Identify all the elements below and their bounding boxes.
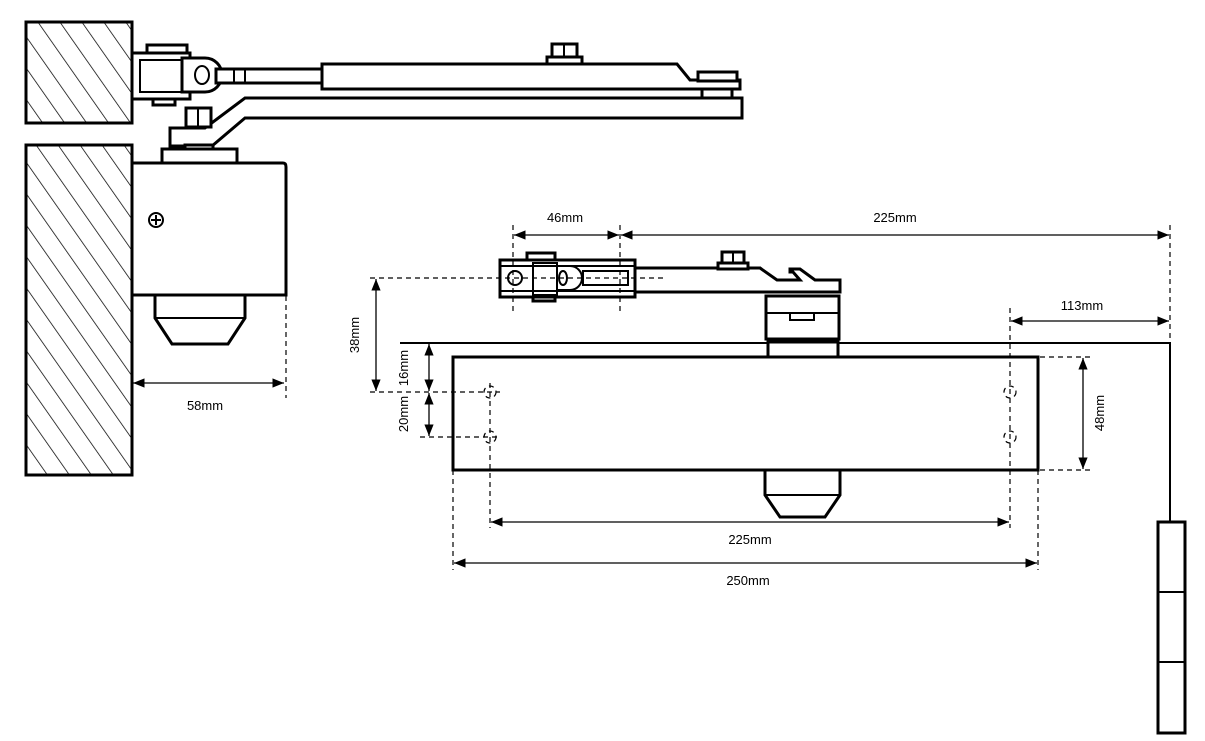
main-arm-bolt-washer [716, 261, 750, 271]
dimension-label-body-length: 250mm [726, 573, 769, 588]
wall-door-section [24, 143, 134, 477]
pivot-hole-icon [194, 65, 210, 85]
dimension-label-top-hole-offset: 16mm [396, 350, 411, 386]
dimension-label-hinge-offset: 113mm [1061, 298, 1103, 313]
dimension-label-hole-spacing-horizontal: 225mm [728, 532, 771, 547]
dimension-label-arm-pivot-offset: 46mm [547, 210, 583, 225]
upper-arm [320, 62, 742, 91]
pivot-base [766, 340, 840, 359]
dimension-label-arm-length: 225mm [873, 210, 916, 225]
valve-nozzle [153, 293, 247, 346]
dimension-label-hole-spacing-vertical: 20mm [396, 396, 411, 432]
lower-arm [168, 96, 744, 148]
arm-rod [214, 67, 324, 85]
closer-valve [763, 468, 842, 519]
closer-body-side [130, 161, 288, 297]
door-frame-line [400, 342, 1171, 522]
side-view: 58mm [24, 20, 744, 477]
top-view: 46mm 225mm 113mm 38mm 16mm 20mm 48mm 225… [347, 210, 1187, 735]
wall-frame-top [24, 20, 134, 125]
pivot-block [764, 294, 841, 341]
dimension-label-arm-height: 38mm [347, 317, 362, 353]
dimension-label-side-depth: 58mm [187, 398, 223, 413]
adjustment-screw-icon [148, 212, 164, 228]
arm-joint-bolt [696, 70, 739, 83]
door-hinge [1156, 520, 1187, 735]
dimension-label-body-height: 48mm [1092, 395, 1107, 431]
closer-body [451, 355, 1040, 472]
